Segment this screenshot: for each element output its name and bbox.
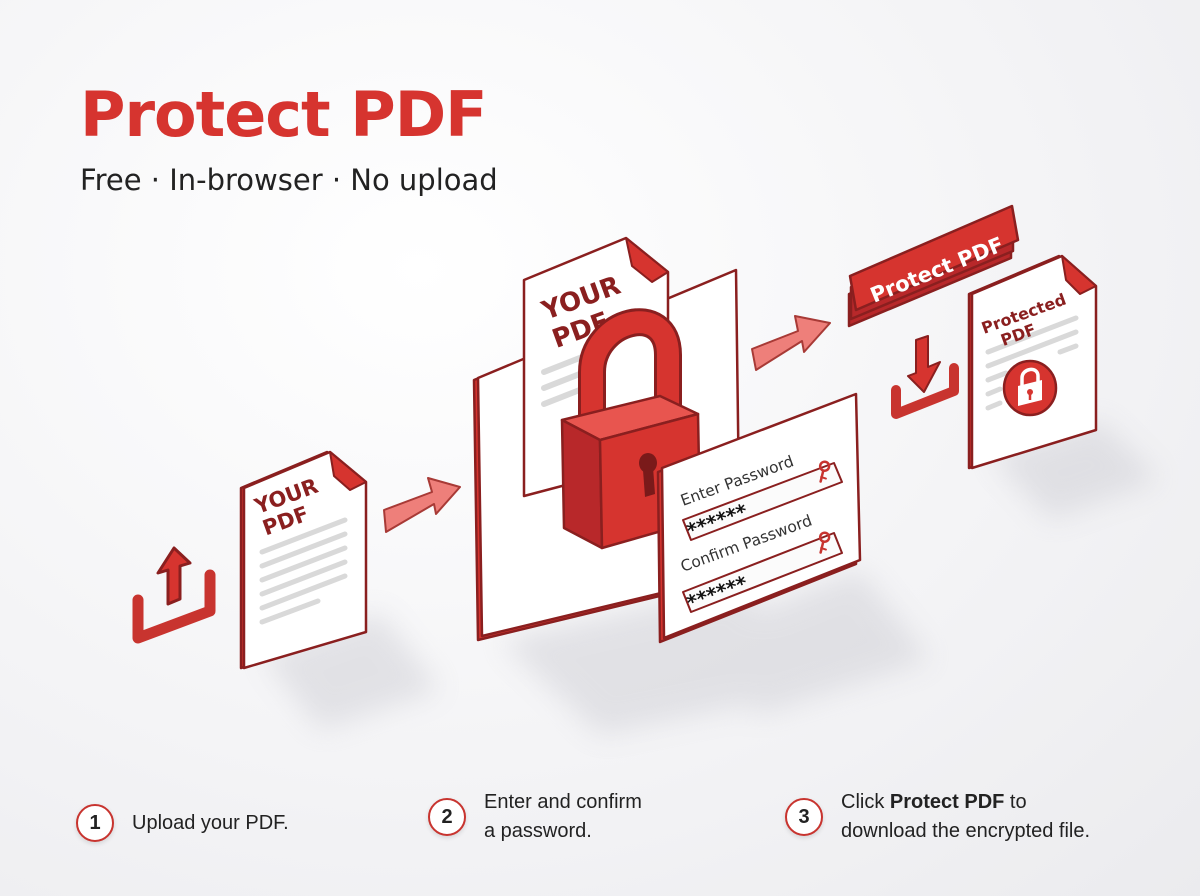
- protected-pdf-document: Protected PDF: [967, 254, 1098, 470]
- key-icon: [818, 531, 831, 554]
- step-3-line1-bold: Protect PDF: [889, 791, 1005, 813]
- step-1-line1: Upload your PDF.: [132, 811, 289, 834]
- step-2-line2: a password.: [484, 820, 592, 842]
- steps-section: 1 Upload your PDF. 2 Enter and confirm a…: [0, 786, 1200, 866]
- flow-arrow-2-icon: [751, 315, 831, 371]
- step-2: 2 Enter and confirm a password.: [428, 788, 642, 846]
- step-1-number-badge: 1: [76, 804, 114, 842]
- step-3-line1-prefix: Click: [841, 791, 890, 813]
- page-subtitle: Free · In-browser · No upload: [80, 163, 498, 197]
- step-3-number-badge: 3: [785, 798, 823, 836]
- step-2-number-badge: 2: [428, 798, 466, 836]
- flow-arrow-1-icon: [383, 477, 461, 533]
- step-1: 1 Upload your PDF.: [76, 804, 289, 842]
- step-3-text: Click Protect PDF to download the encryp…: [841, 788, 1090, 846]
- step-3-line2: download the encrypted file.: [841, 820, 1091, 842]
- upload-icon: [132, 546, 216, 644]
- download-icon: [891, 335, 959, 419]
- lock-badge-icon: [1002, 359, 1058, 417]
- step-2-line1: Enter and confirm: [484, 791, 642, 813]
- step-3: 3 Click Protect PDF to download the encr…: [785, 788, 1090, 846]
- page-title: Protect PDF: [80, 78, 488, 151]
- step-3-line1: Click Protect PDF to: [841, 788, 1090, 817]
- protect-pdf-button[interactable]: Protect PDF: [847, 204, 1020, 328]
- password-form-panel: [656, 392, 862, 644]
- source-pdf-document: YOUR PDF: [239, 450, 368, 670]
- step-1-text: Upload your PDF.: [132, 809, 289, 838]
- key-icon: [818, 460, 831, 483]
- step-3-line1-suffix: to: [1004, 791, 1027, 813]
- step-2-text: Enter and confirm a password.: [484, 788, 642, 846]
